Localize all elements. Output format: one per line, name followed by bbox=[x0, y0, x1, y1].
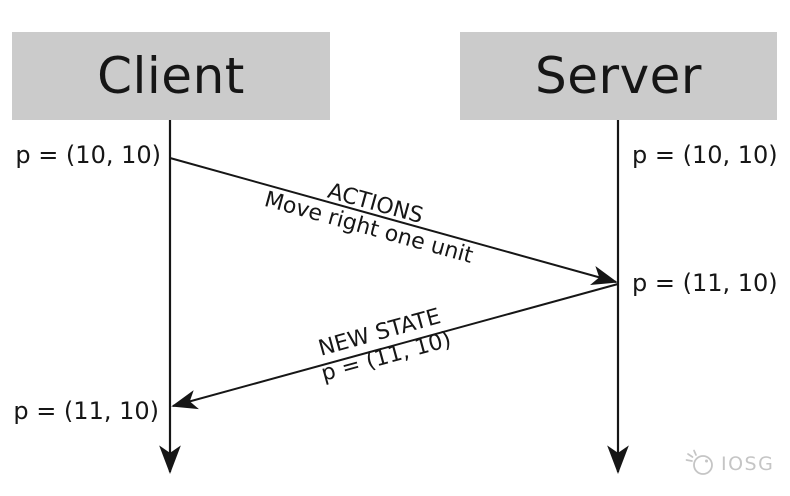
actor-box-client: Client bbox=[12, 32, 330, 120]
client-updated-state-label: p = (11, 10) bbox=[13, 397, 159, 425]
iosg-logo-icon bbox=[683, 447, 716, 481]
server-updated-state-label: p = (11, 10) bbox=[632, 269, 778, 297]
message-arrow-new-state bbox=[171, 283, 619, 410]
iosg-watermark: IOSG bbox=[683, 447, 774, 481]
actor-box-server: Server bbox=[460, 32, 777, 120]
actor-label-server: Server bbox=[535, 47, 702, 105]
message-arrow-actions bbox=[169, 157, 618, 286]
iosg-brand-text: IOSG bbox=[721, 453, 775, 475]
server-initial-state-label: p = (10, 10) bbox=[632, 141, 778, 169]
client-initial-state-label: p = (10, 10) bbox=[15, 141, 161, 169]
actor-label-client: Client bbox=[97, 47, 245, 105]
